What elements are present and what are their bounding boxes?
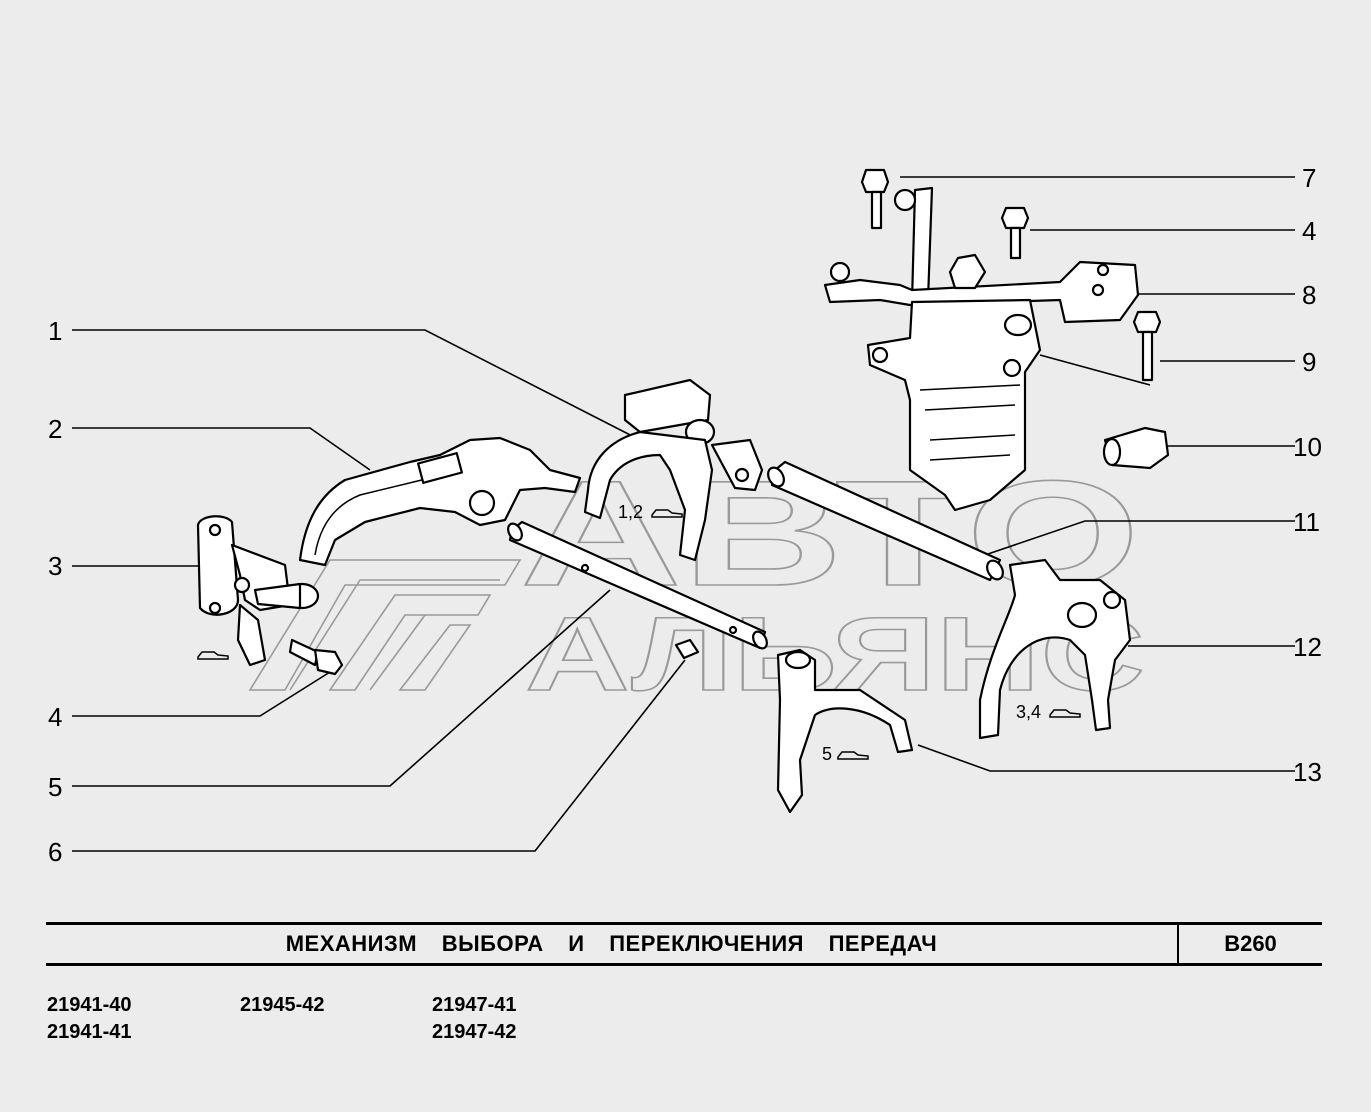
bracket-part-3 <box>196 515 320 667</box>
callout-5: 5 <box>48 772 62 802</box>
leader-1 <box>72 329 641 441</box>
rod-part-11 <box>767 460 1004 582</box>
callout-10: 10 <box>1293 432 1322 462</box>
bolt-part-4-left <box>288 638 344 676</box>
car-icon <box>197 651 229 660</box>
rod-part-5 <box>507 520 768 650</box>
title-bar: МЕХАНИЗМ ВЫБОРА И ПЕРЕКЛЮЧЕНИЯ ПЕРЕДАЧ B… <box>46 922 1322 966</box>
lever-arm-part-2 <box>298 436 582 567</box>
variant-label-fork-34: 3,4 <box>1016 702 1041 722</box>
title-divider <box>1177 925 1179 963</box>
fork-part-13 <box>776 648 914 814</box>
callouts-right: 7 4 8 9 10 11 12 13 <box>1293 163 1322 787</box>
model-code: 21941-40 <box>47 994 132 1016</box>
model-code: 21947-42 <box>432 1021 517 1043</box>
bushing-part-10 <box>1102 426 1170 470</box>
callout-1: 1 <box>48 316 62 346</box>
page-code: B260 <box>1224 931 1277 956</box>
fork-part-1 <box>583 378 764 562</box>
callout-6: 6 <box>48 837 62 867</box>
car-icon <box>1049 709 1081 718</box>
leader-2 <box>72 427 371 471</box>
leader-lines <box>72 176 1295 852</box>
car-icon <box>837 751 869 760</box>
model-code: 21941-41 <box>47 1021 132 1043</box>
car-icon <box>651 509 683 518</box>
callout-4-left: 4 <box>48 702 62 732</box>
fork-part-12 <box>978 558 1132 740</box>
variant-label-fork-12: 1,2 <box>618 502 643 522</box>
callout-7: 7 <box>1302 163 1316 193</box>
variant-label-group-12: 1,2 <box>618 502 683 522</box>
variant-label-group-5: 5 <box>822 744 869 764</box>
callout-3: 3 <box>48 551 62 581</box>
callout-11: 11 <box>1293 507 1320 537</box>
bolt-part-4-right <box>1000 206 1030 260</box>
leader-13 <box>917 744 1295 772</box>
model-code: 21947-41 <box>432 994 517 1016</box>
page-title: МЕХАНИЗМ ВЫБОРА И ПЕРЕКЛЮЧЕНИЯ ПЕРЕДАЧ <box>285 931 938 956</box>
bolt-part-7 <box>860 168 890 230</box>
bolt-part-9 <box>1132 310 1162 382</box>
callout-12: 12 <box>1293 632 1322 662</box>
callout-2: 2 <box>48 414 62 444</box>
variant-label-fork-5: 5 <box>822 744 832 764</box>
callouts-left: 1 2 3 4 5 6 <box>48 316 62 867</box>
callout-13: 13 <box>1293 757 1322 787</box>
callout-9: 9 <box>1302 347 1316 377</box>
pin-part-6 <box>674 638 700 660</box>
variant-icon-left <box>197 651 229 660</box>
leader-4-left <box>72 671 331 717</box>
variant-label-group-34: 3,4 <box>1016 702 1081 722</box>
leader-9b <box>1039 354 1151 386</box>
callout-8: 8 <box>1302 280 1316 310</box>
model-code: 21945-42 <box>240 994 325 1016</box>
leader-6 <box>72 659 686 852</box>
selector-part-8 <box>823 186 1140 512</box>
callout-4-right: 4 <box>1302 216 1316 246</box>
watermark-logo <box>248 559 522 691</box>
leader-5 <box>72 589 611 787</box>
leader-11 <box>984 520 1295 556</box>
